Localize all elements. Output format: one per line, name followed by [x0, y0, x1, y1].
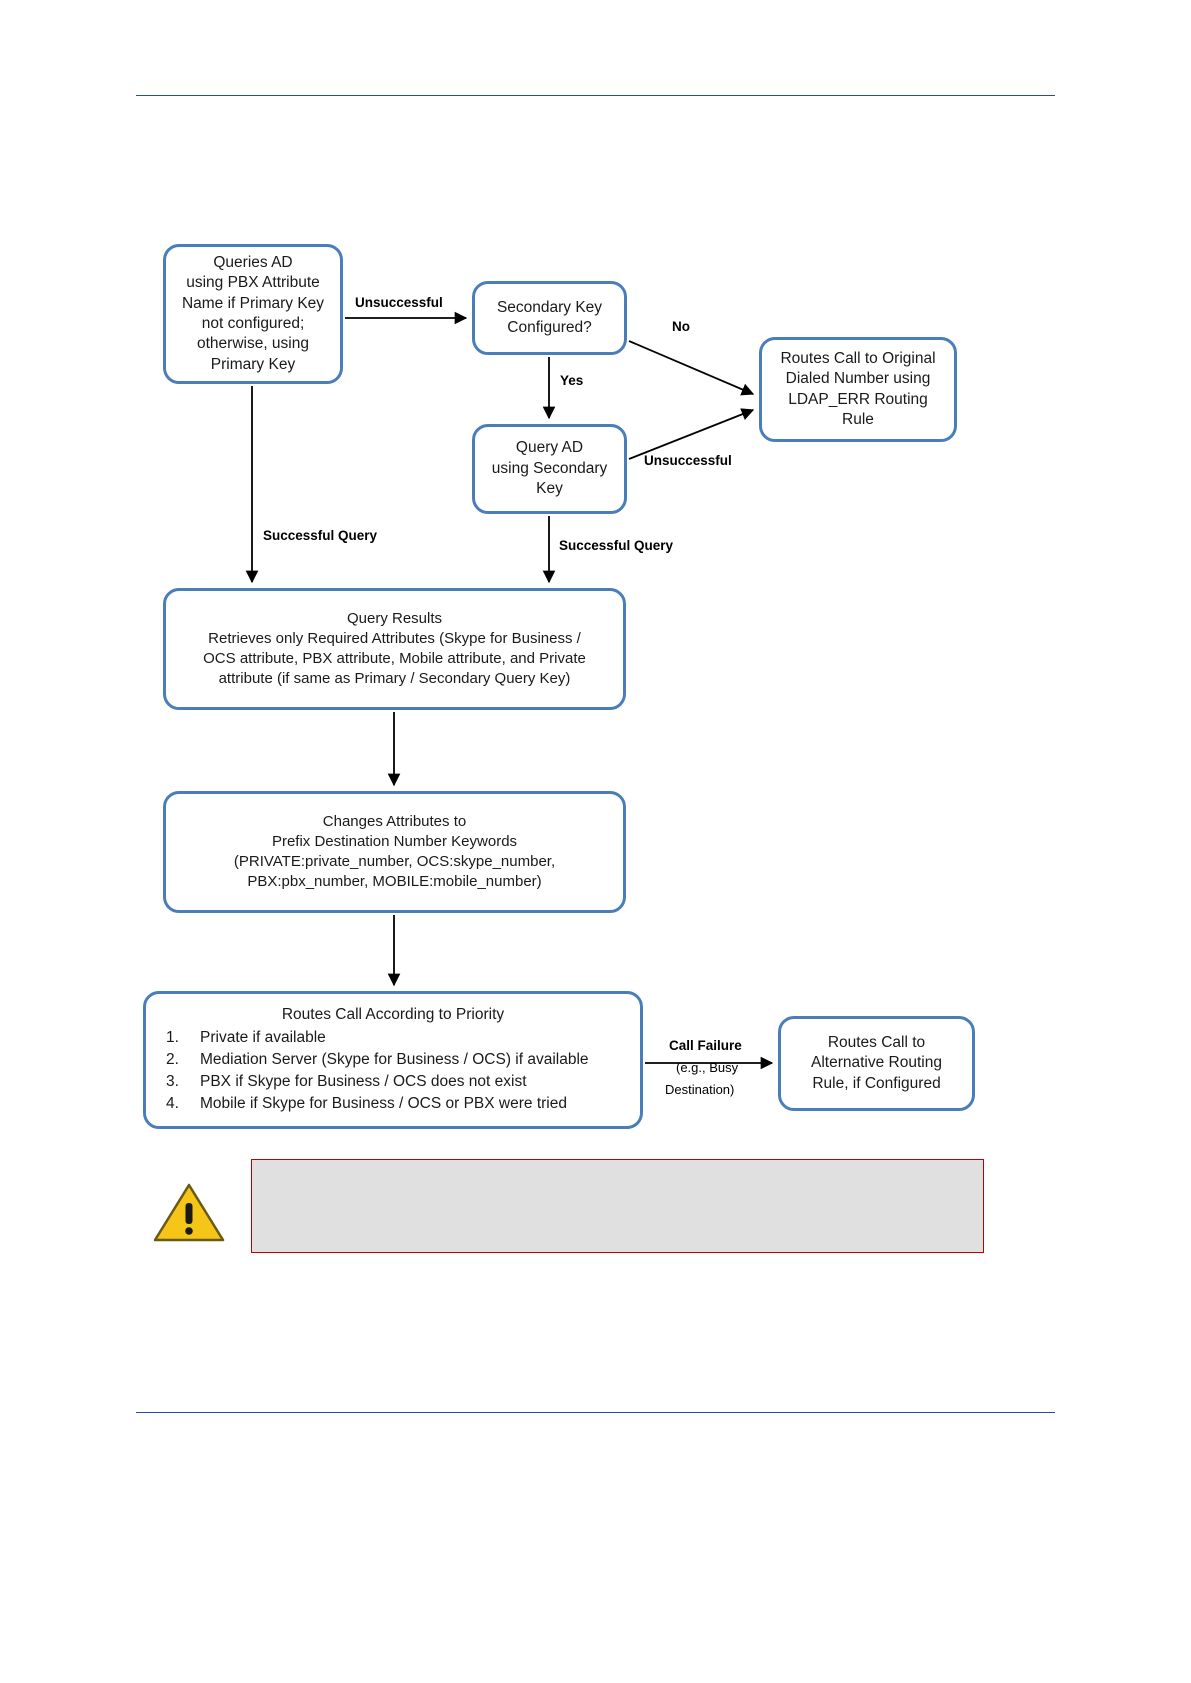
edge-label-unsuccessful-primary: Unsuccessful: [355, 295, 443, 310]
edge-label-call-failure: Call Failure: [669, 1038, 742, 1053]
node-line: Routes Call to Original: [780, 349, 936, 367]
node-line: using Secondary: [491, 459, 608, 477]
node-secondary-key-configured: Secondary Key Configured?: [472, 281, 627, 355]
node-queries-ad: Queries AD using PBX Attribute Name if P…: [163, 244, 343, 384]
node-line: Routes Call to: [827, 1033, 926, 1051]
node-query-ad-secondary-key: Query AD using Secondary Key: [472, 424, 627, 514]
footer-rule: [136, 1412, 1055, 1413]
node-line: OCS attribute, PBX attribute, Mobile att…: [203, 650, 586, 667]
edge-label-call-failure-detail-line1: (e.g., Busy: [676, 1060, 739, 1075]
header-rule: [136, 95, 1055, 96]
edge-secondary-no-to-ldaperr: [628, 340, 755, 396]
node-line: PBX:pbx_number, MOBILE:mobile_number): [247, 872, 542, 890]
node-line: Alternative Routing: [811, 1054, 942, 1072]
node-line: Rule: [842, 410, 874, 428]
node-line: Rule, if Configured: [812, 1074, 941, 1092]
priority-list: Private if available Mediation Server (S…: [154, 1027, 632, 1115]
edge-label-no: No: [672, 319, 690, 334]
node-line: Configured?: [507, 319, 592, 336]
node-routes-call-according-to-priority: Routes Call According to Priority Privat…: [143, 991, 643, 1129]
node-line: Retrieves only Required Attributes (Skyp…: [208, 630, 581, 648]
edge-label-unsuccessful-secondary: Unsuccessful: [644, 453, 732, 468]
node-line: Changes Attributes to: [322, 813, 467, 831]
node-line: Dialed Number using: [785, 370, 931, 388]
edge-label-successful-query-primary: Successful Query: [263, 528, 378, 543]
node-line: Query Results: [346, 610, 443, 628]
priority-list-item: PBX if Skype for Business / OCS does not…: [166, 1071, 527, 1093]
node-routes-call-alternative-routing-rule: Routes Call to Alternative Routing Rule,…: [778, 1016, 975, 1111]
node-line: Queries AD: [213, 253, 293, 271]
node-changes-attributes: Changes Attributes to Prefix Destination…: [163, 791, 626, 913]
priority-list-item: Mediation Server (Skype for Business / O…: [166, 1049, 589, 1071]
node-line: using PBX Attribute: [186, 274, 320, 292]
node-line: Name if Primary Key: [181, 294, 325, 312]
priority-list-item: Private if available: [166, 1027, 326, 1049]
node-line: (PRIVATE:private_number, OCS:skype_numbe…: [233, 853, 556, 870]
edge-query-unsuccessful-to-ldaperr: [628, 408, 755, 460]
priority-title: Routes Call According to Priority: [281, 1005, 505, 1023]
edge-label-yes: Yes: [560, 373, 584, 388]
node-query-results: Query Results Retrieves only Required At…: [163, 588, 626, 710]
node-line: Query AD: [515, 439, 584, 457]
edge-label-call-failure-detail-line2: Destination): [665, 1082, 735, 1097]
node-line: Prefix Destination Number Keywords: [271, 833, 518, 851]
node-line: attribute (if same as Primary / Secondar…: [218, 669, 571, 687]
node-line: Primary Key: [210, 355, 296, 373]
node-routes-call-original-dialed-number: Routes Call to Original Dialed Number us…: [759, 337, 957, 442]
edge-label-successful-query-secondary: Successful Query: [559, 538, 674, 553]
node-line: not configured;: [201, 315, 305, 332]
node-line: Secondary Key: [496, 298, 603, 316]
priority-list-item: Mobile if Skype for Business / OCS or PB…: [166, 1093, 567, 1115]
node-line: otherwise, using: [196, 335, 309, 353]
warning-triangle-icon: [153, 1183, 225, 1242]
node-line: LDAP_ERR Routing: [788, 390, 928, 408]
node-line: Key: [536, 480, 563, 498]
note-callout: [251, 1159, 984, 1253]
